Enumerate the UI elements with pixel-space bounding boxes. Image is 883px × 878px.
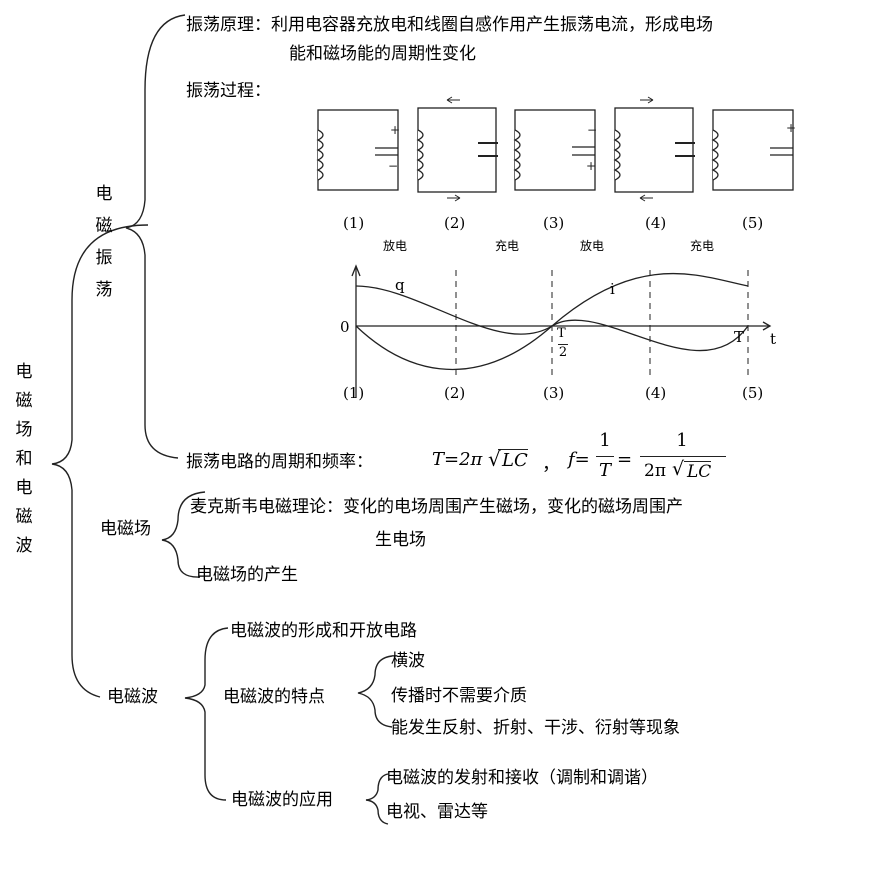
field-label: 电磁场: [100, 519, 151, 539]
svg-text:−: −: [587, 123, 597, 137]
phase-label: 放电: [383, 239, 408, 253]
osc-char: 振: [95, 248, 113, 268]
wave-features-label: 电磁波的特点: [223, 687, 325, 707]
graph-half-den: 2: [558, 344, 568, 360]
maxwell-line1: 麦克斯韦电磁理论：变化的电场周围产生磁场，变化的磁场周围产: [190, 497, 683, 517]
graph-T-label: T: [734, 328, 745, 346]
wave-applications-label: 电磁波的应用: [231, 790, 333, 810]
graph-q-label: q: [395, 276, 405, 294]
formula-2pi: 2π: [644, 461, 666, 481]
application-item: 电磁波的发射和接收（调制和调谐）: [386, 768, 658, 788]
circuit-2: [416, 107, 498, 193]
root-char: 和: [15, 449, 33, 469]
phase-label: 充电: [495, 239, 520, 253]
root-char: 磁: [15, 507, 33, 527]
formula-num-1b: 1: [676, 430, 688, 451]
graph-stage-label: (4): [645, 384, 667, 402]
feature-item: 传播时不需要介质: [391, 686, 527, 706]
formula-num-1: 1: [599, 430, 611, 451]
sqrt-icon: √: [488, 447, 501, 471]
stage-label: (4): [645, 214, 667, 232]
osc-char: 荡: [95, 280, 113, 300]
osc-char: 磁: [95, 216, 113, 236]
feature-item: 能发生反射、折射、干涉、衍射等现象: [391, 718, 680, 738]
graph-i-label: i: [610, 280, 615, 298]
root-char: 场: [15, 420, 33, 440]
circuit-4: [613, 107, 695, 193]
formula-comma: ，: [542, 454, 560, 475]
i-curve: [355, 272, 749, 371]
maxwell-line2: 生电场: [375, 530, 426, 550]
graph-stage-label: (3): [543, 384, 565, 402]
stage-label: (5): [742, 214, 764, 232]
stage-label: (3): [543, 214, 565, 232]
circuit-1: [316, 109, 399, 191]
fraction-bar: [640, 456, 726, 457]
circuit-5: [711, 109, 794, 191]
formula-f: f=: [568, 449, 590, 470]
formula-sqrt-LC-den: LC: [684, 461, 712, 482]
graph-t-label: t: [770, 330, 777, 348]
feature-item: 横波: [391, 651, 425, 671]
formula-eq: =: [617, 449, 633, 470]
root-char: 波: [15, 536, 33, 556]
y-axis-arrow: [351, 264, 361, 277]
graph-stage-label: (2): [444, 384, 466, 402]
wave-label: 电磁波: [107, 687, 158, 707]
root-char: 磁: [15, 391, 33, 411]
formula-den-T: T: [598, 460, 611, 481]
svg-text:+: +: [786, 121, 796, 135]
sqrt-icon: √: [672, 458, 685, 480]
formula-sqrt-LC: LC: [498, 449, 528, 471]
field-generation: 电磁场的产生: [196, 565, 298, 585]
formula-T: T=2π: [432, 449, 483, 470]
t-axis-arrow: [762, 321, 772, 331]
circuit-3: [513, 109, 596, 191]
phase-label: 放电: [580, 239, 605, 253]
graph-origin: 0: [340, 318, 350, 336]
graph-stage-label: (5): [742, 384, 764, 402]
principle-line2: 能和磁场能的周期性变化: [289, 44, 476, 64]
graph-half-num: T: [557, 326, 566, 341]
svg-text:+: +: [586, 159, 596, 173]
stage-label: (2): [444, 214, 466, 232]
root-char: 电: [15, 478, 33, 498]
principle-line1: 振荡原理：利用电容器充放电和线圈自感作用产生振荡电流，形成电场: [186, 15, 713, 35]
phase-label: 充电: [690, 239, 715, 253]
svg-text:−: −: [388, 159, 398, 173]
period-label: 振荡电路的周期和频率：: [186, 452, 373, 472]
wave-formation: 电磁波的形成和开放电路: [230, 621, 417, 641]
process-label: 振荡过程：: [186, 81, 271, 101]
svg-text:+: +: [390, 123, 400, 137]
fraction-bar: [596, 456, 614, 457]
stage-label: (1): [343, 214, 365, 232]
root-char: 电: [15, 362, 33, 382]
osc-char: 电: [95, 184, 113, 204]
graph-stage-label: (1): [343, 384, 365, 402]
application-item: 电视、雷达等: [386, 802, 488, 822]
